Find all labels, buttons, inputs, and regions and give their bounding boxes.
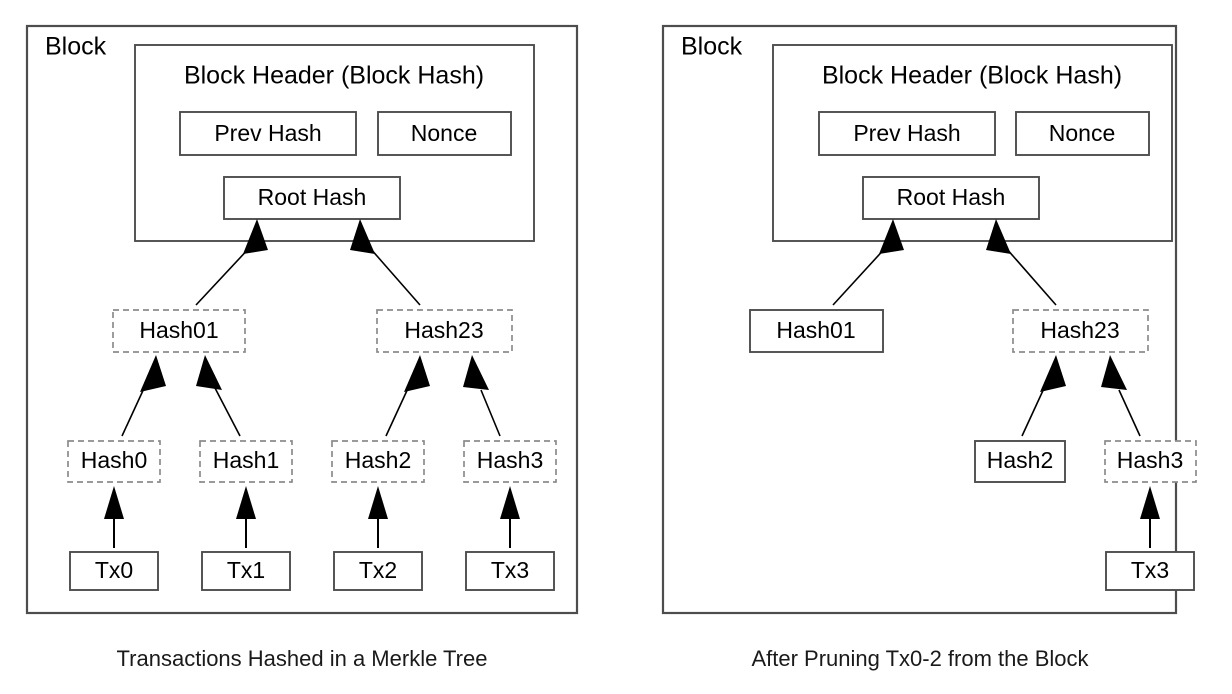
right-hash2-label: Hash2 [987, 447, 1053, 473]
right-arrow-tx3-to-hash3 [1140, 486, 1160, 548]
left-tx0-label: Tx0 [95, 557, 133, 583]
right-hash2-box [974, 440, 1066, 483]
right-nonce-label: Nonce [1049, 120, 1115, 146]
left-nonce-label: Nonce [411, 120, 477, 146]
left-root-hash-label: Root Hash [258, 184, 367, 210]
right-arrow-hash2-to-hash23 [1021, 355, 1066, 437]
left-arrow-tx0-to-hash0 [104, 486, 124, 548]
left-tx3-label: Tx3 [491, 557, 529, 583]
right-hash01-label: Hash01 [776, 317, 855, 343]
right-arrow-hash3-to-hash23 [1101, 355, 1141, 437]
left-arrow-tx3-to-hash3 [500, 486, 520, 548]
right-hash3-label: Hash3 [1117, 447, 1183, 473]
right-prev-hash-box [818, 111, 996, 156]
left-tx2-label: Tx2 [359, 557, 397, 583]
left-hash0-box [67, 440, 161, 483]
left-hash1-box [199, 440, 293, 483]
left-hash0-label: Hash0 [81, 447, 147, 473]
left-panel: Block Block Header (Block Hash) Prev Has… [25, 24, 579, 671]
right-tx3-box [1105, 551, 1195, 591]
left-arrow-hash23-to-root [350, 219, 421, 306]
left-hash3-label: Hash3 [477, 447, 543, 473]
left-hash01-label: Hash01 [139, 317, 218, 343]
left-block-label: Block [45, 33, 107, 61]
right-panel-caption: After Pruning Tx0-2 from the Block [751, 646, 1089, 671]
right-nonce-box [1015, 111, 1150, 156]
left-hash2-label: Hash2 [345, 447, 411, 473]
left-tx3-box [465, 551, 555, 591]
left-prev-hash-label: Prev Hash [214, 120, 321, 146]
left-arrow-tx1-to-hash1 [236, 486, 256, 548]
left-root-hash-box [223, 176, 401, 220]
left-tx1-label: Tx1 [227, 557, 265, 583]
left-hash01-box [112, 309, 246, 353]
left-block-header-title: Block Header (Block Hash) [184, 62, 484, 90]
left-hash1-label: Hash1 [213, 447, 279, 473]
left-arrow-hash01-to-root [195, 219, 268, 306]
left-hash23-box [376, 309, 513, 353]
left-nonce-box [377, 111, 512, 156]
left-hash3-box [463, 440, 557, 483]
left-hash23-label: Hash23 [404, 317, 483, 343]
right-hash01-box [749, 309, 884, 353]
right-panel: Block Block Header (Block Hash) Prev Has… [661, 24, 1197, 671]
left-arrow-hash1-to-hash01 [196, 355, 241, 437]
right-hash23-box [1012, 309, 1149, 353]
left-tx1-box [201, 551, 291, 591]
right-root-hash-label: Root Hash [897, 184, 1006, 210]
right-hash23-label: Hash23 [1040, 317, 1119, 343]
left-arrow-hash3-to-hash23 [463, 355, 501, 437]
left-tx2-box [333, 551, 423, 591]
right-arrow-hash23-to-root [986, 219, 1057, 306]
right-hash3-box [1104, 440, 1197, 483]
right-root-hash-box [862, 176, 1040, 220]
right-block-label: Block [681, 33, 743, 61]
right-prev-hash-label: Prev Hash [853, 120, 960, 146]
right-block-header-title: Block Header (Block Hash) [822, 62, 1122, 90]
left-arrow-tx2-to-hash2 [368, 486, 388, 548]
left-arrow-hash0-to-hash01 [121, 355, 166, 437]
left-hash2-box [331, 440, 425, 483]
left-arrow-hash2-to-hash23 [385, 355, 430, 437]
left-panel-caption: Transactions Hashed in a Merkle Tree [117, 646, 488, 671]
right-tx3-label: Tx3 [1131, 557, 1169, 583]
left-prev-hash-box [179, 111, 357, 156]
right-arrow-hash01-to-root [832, 219, 904, 306]
left-tx0-box [69, 551, 159, 591]
